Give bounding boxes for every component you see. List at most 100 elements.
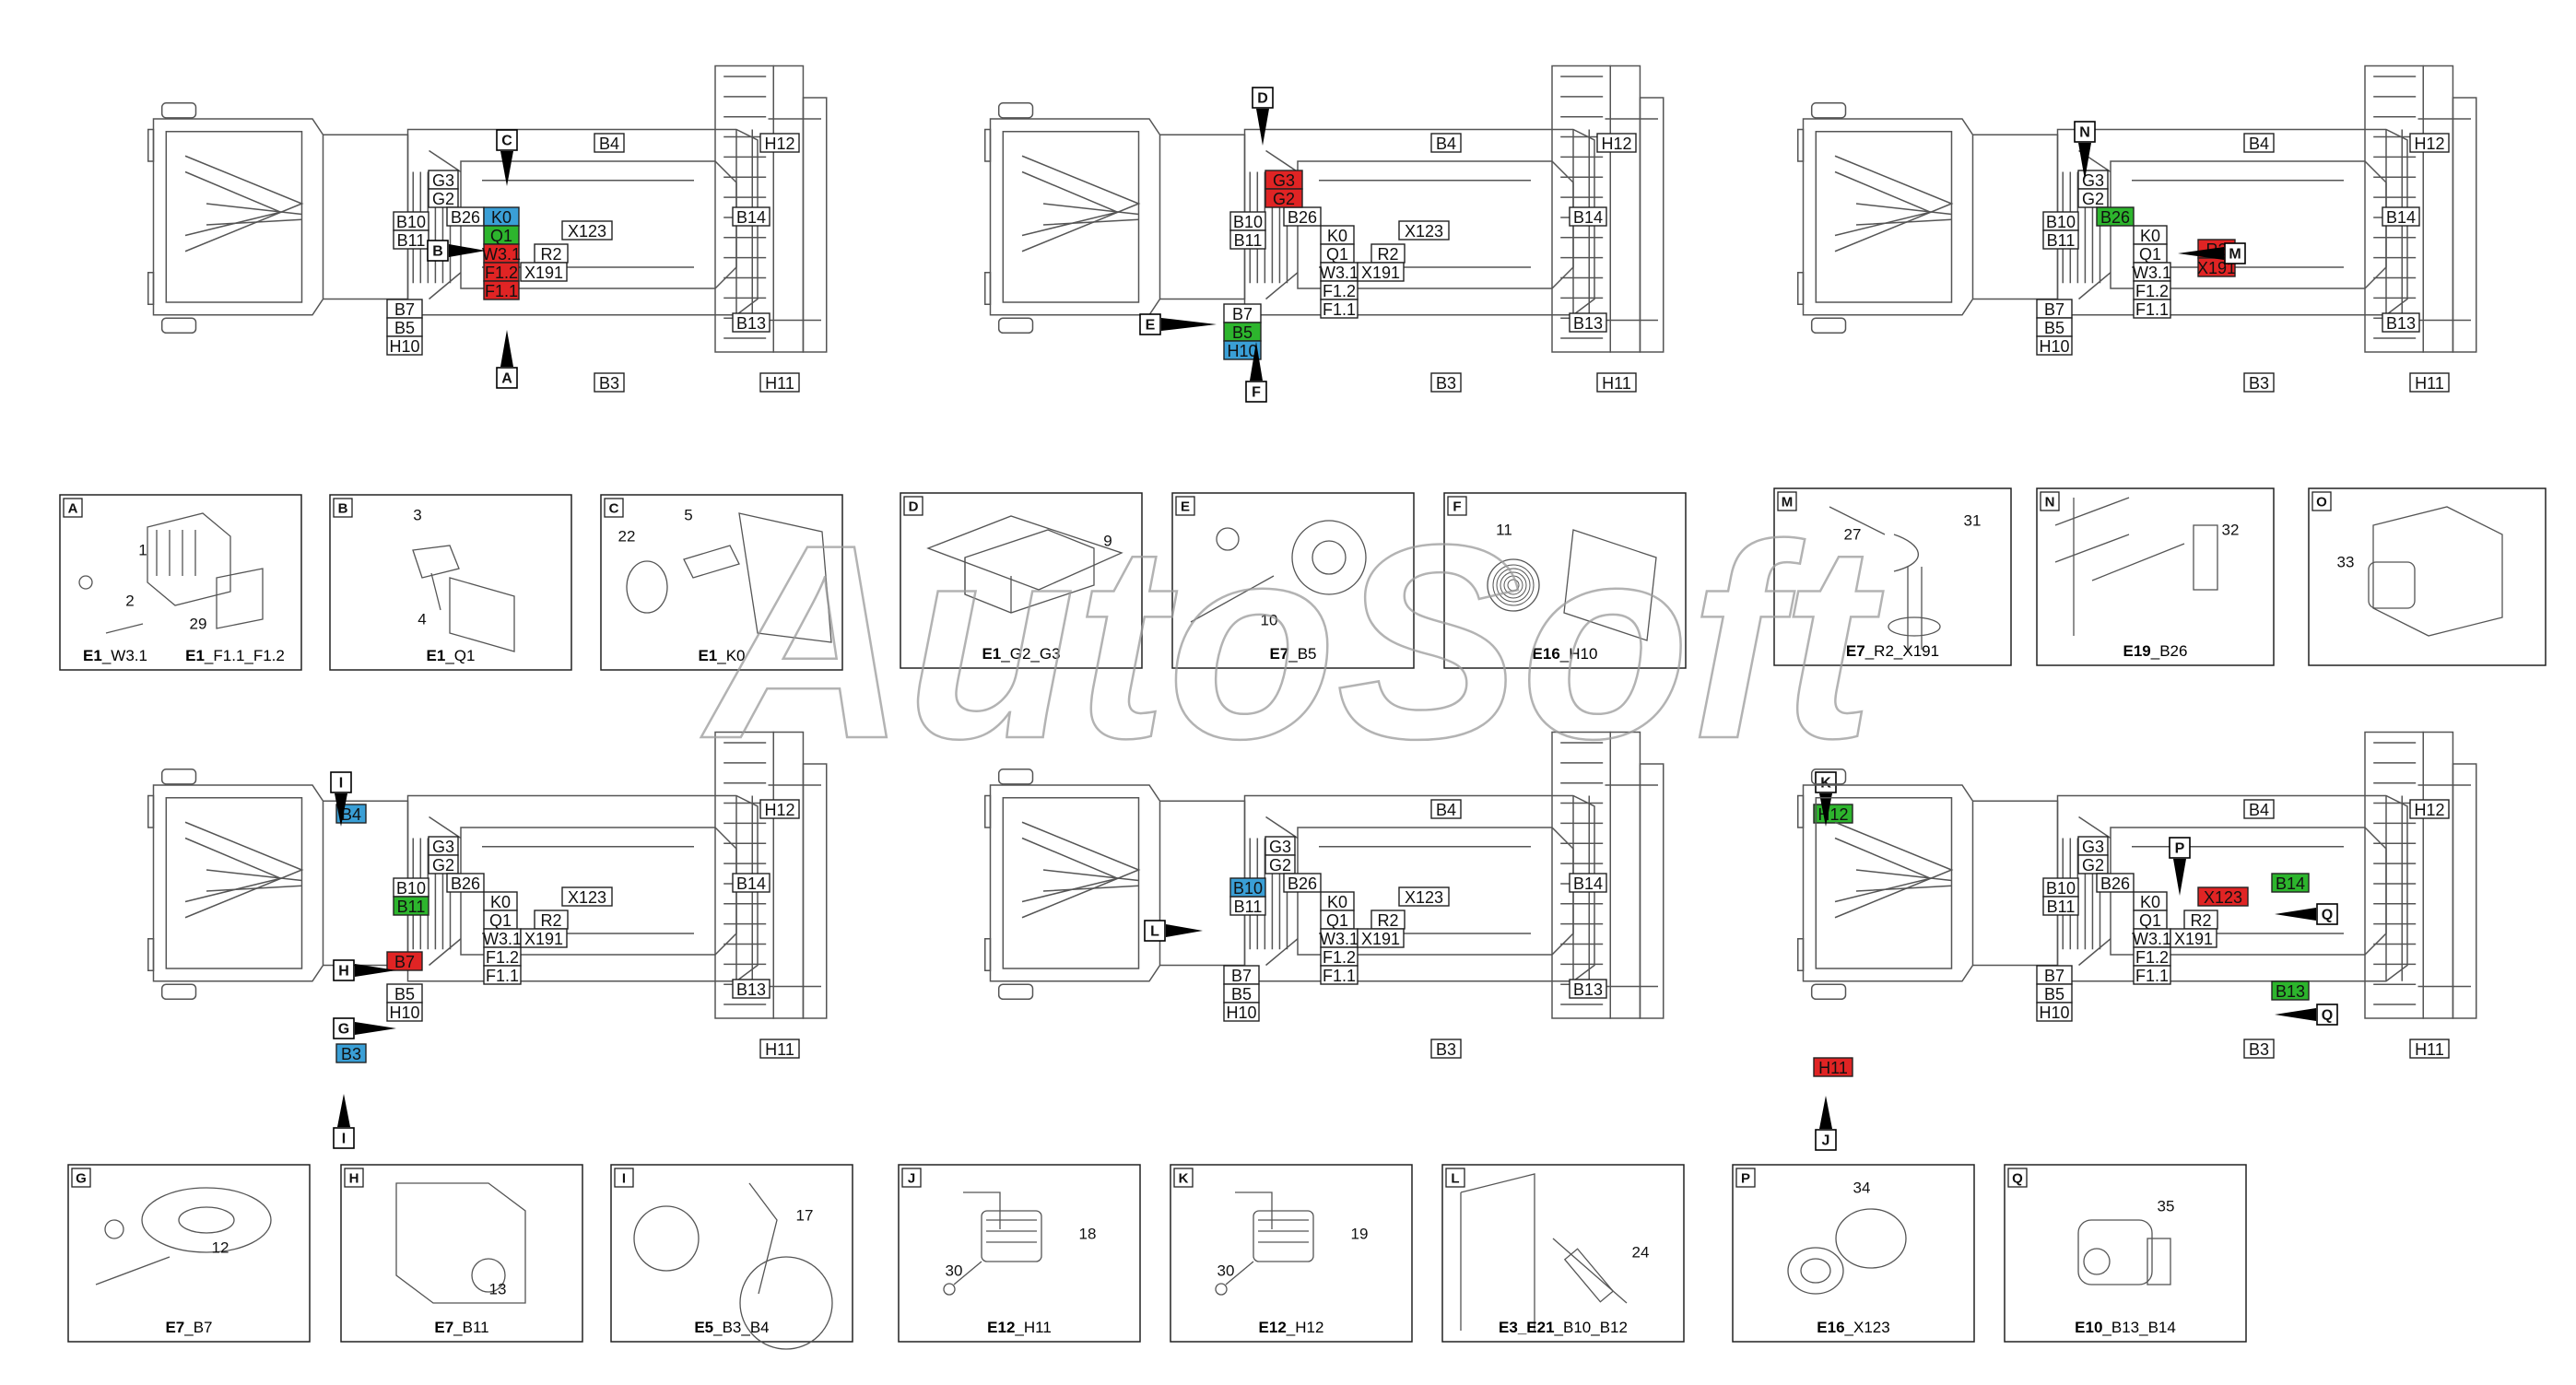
callout-frame [427,240,449,262]
callout-letter: K [1820,776,1831,792]
panel-letter: A [68,501,78,517]
panel-letter: K [1179,1171,1189,1187]
part-drawing [1253,1210,1314,1262]
callout-arrow [1819,793,1832,827]
vehicle-outline [206,203,302,226]
label-frame [759,372,800,393]
callout-frame [333,1017,355,1039]
label-code: K0 [490,893,511,911]
label-code: B7 [2044,967,2064,985]
vehicle-outline [152,784,324,982]
vehicle-outline [165,131,303,303]
part-drawing [1563,529,1657,641]
vehicle-outline [184,837,283,903]
panel-frame [340,1164,583,1343]
part-drawing [2147,1238,2171,1285]
part-number: 33 [2337,554,2355,571]
callout-frame [1815,771,1837,793]
component-label-b3: B3 [1430,1039,1462,1059]
part-number: 17 [796,1207,814,1225]
panel-letter: J [908,1171,915,1187]
part-drawing [1800,1258,1831,1284]
panel-caption: E1_F1.1_F1.2 [185,647,285,664]
wheel [997,983,1034,1001]
callout-arrow [2275,1008,2316,1021]
wheel [1810,983,1847,1001]
label-code: B3 [1436,1040,1456,1059]
mast-outline [2452,763,2477,1019]
highlighted-label-f1-1: F1.1 [483,280,520,300]
component-label-h12: H12 [1596,133,1637,153]
label-code: X191 [524,930,563,948]
panel-caption: E1_K0 [698,647,745,664]
label-code: G3 [432,838,454,856]
label-frame [2077,188,2109,208]
callout-arrow [449,244,486,257]
component-label-f1-1: F1.1 [1320,299,1359,319]
panel-letter-frame [1777,491,1797,511]
label-frame [1264,188,1303,208]
component-label-f1-1: F1.1 [2133,299,2171,319]
vehicle-outline [2078,816,2111,967]
component-label-b5: B5 [386,983,423,1004]
component-label-h11: H11 [2409,1039,2450,1059]
component-label-f1-1: F1.1 [1320,965,1359,985]
label-frame [1813,1057,1853,1077]
label-code: B14 [736,874,766,893]
callout-arrow [335,793,347,827]
component-label-r2: R2 [1370,243,1406,264]
component-label-r2: R2 [534,243,569,264]
vehicle-outline [1797,794,1805,971]
component-label-h11: H11 [759,372,800,393]
component-label-b10: B10 [393,211,429,231]
label-code: W3.1 [1320,930,1359,948]
part-drawing [95,1256,171,1285]
callout-frame [2316,903,2338,925]
panel-letter: F [1453,499,1461,515]
label-code: R2 [1377,245,1398,264]
callout-arrow [1161,318,1217,331]
part-drawing [1829,506,1886,535]
caption-group: E1 [698,647,717,664]
vehicle-outline [429,149,462,300]
callout-letter: L [1150,924,1159,940]
callout-e: E [1139,313,1161,335]
label-code: K0 [2140,893,2160,911]
label-frame [2382,312,2420,333]
component-label-x191: X191 [1357,928,1405,948]
component-label-b3: B3 [1430,372,1462,393]
part-number: 10 [1261,612,1278,629]
label-code: Q1 [1326,245,1348,264]
label-frame [1223,340,1262,360]
label-code: B3 [2249,1040,2269,1059]
panel-frame [1170,1164,1413,1343]
callout-arrow [2275,908,2316,921]
component-label-h11: H11 [2409,372,2450,393]
label-code: X123 [2204,888,2242,907]
part-number: 1 [138,542,147,559]
part-drawing [216,568,264,629]
panel-caption: E1_Q1 [427,647,476,664]
component-label-h11: H11 [1596,372,1637,393]
label-code: G3 [432,171,454,190]
label-code: W3.1 [2133,930,2171,948]
caption-codes: _W3.1 [101,647,147,664]
component-label-w3-1: W3.1 [2133,262,2171,282]
component-label-b14: B14 [2382,206,2420,227]
callout-j: J [1815,1129,1837,1151]
panel-frame [59,494,302,671]
panel-frame [2308,487,2547,666]
callout-frame [1815,1129,1837,1151]
vehicle-outline [1002,131,1140,303]
component-label-g2: G2 [2077,188,2109,208]
label-frame [2243,133,2275,153]
caption-group: E16 [1533,645,1560,663]
panel-caption: E16_X123 [1817,1319,1889,1336]
component-label-q1: Q1 [2133,243,2168,264]
